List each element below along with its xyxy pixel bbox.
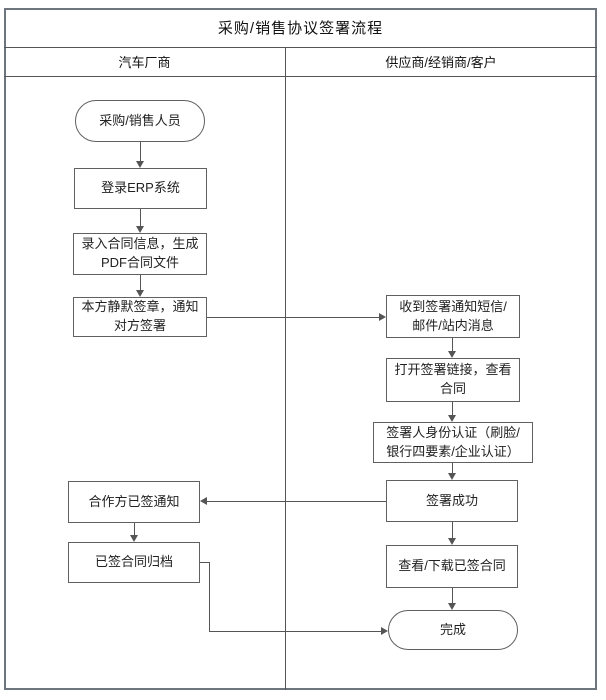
edge-identity-success-line [452,463,453,473]
edge-partner-archive-line [134,523,135,535]
edge-archive-done-segment-1 [200,562,210,563]
edge-receive-open-arrowhead-icon [448,351,456,358]
edge-success-view-line [452,522,453,538]
edge-view-done-arrowhead-icon [448,603,456,610]
edge-success-partner-line [207,501,386,502]
lane-header-left: 汽车厂商 [118,55,171,70]
edge-receive-open-line [452,338,453,351]
node-view-download: 查看/下载已签合同 [386,545,518,588]
edge-start-login-arrowhead-icon [136,161,144,168]
edge-login-enter-arrowhead-icon [136,226,144,233]
edge-archive-done-arrowhead-icon [381,627,388,635]
edge-open-identity-arrowhead-icon [448,415,456,422]
edge-open-identity-line [452,402,453,415]
node-receive-notice: 收到签署通知短信/邮件/站内消息 [386,295,520,338]
diagram-title: 采购/销售协议签署流程 [217,20,384,37]
node-silent-sign: 本方静默签章，通知对方签署 [73,297,207,337]
edge-archive-done-segment-2 [209,562,210,632]
edge-silent-receive-line [207,317,379,318]
node-done: 完成 [388,610,518,650]
edge-silent-receive-arrowhead-icon [379,313,386,321]
node-login-erp: 登录ERP系统 [74,168,207,209]
edge-enter-silent-arrowhead-icon [136,290,144,297]
node-sign-success: 签署成功 [386,480,518,522]
node-open-link: 打开签署链接，查看合同 [386,358,520,402]
edge-login-enter-line [140,209,141,226]
node-enter-contract: 录入合同信息，生成PDF合同文件 [73,233,207,275]
edge-success-partner-arrowhead-icon [200,497,207,505]
lane-header-right: 供应商/经销商/客户 [385,55,497,70]
lane-divider-line [285,47,286,690]
node-start: 采购/销售人员 [75,100,205,142]
edge-start-login-line [140,142,141,161]
node-archive: 已签合同归档 [68,542,200,583]
header-divider-line [4,76,597,77]
edge-enter-silent-line [140,275,141,290]
node-identity-verify: 签署人身份认证（刷脸/银行四要素/企业认证） [373,422,533,463]
edge-success-view-arrowhead-icon [448,538,456,545]
edge-archive-done-segment-3 [209,631,381,632]
title-divider-line [4,47,597,48]
edge-view-done-line [452,588,453,603]
edge-identity-success-arrowhead-icon [448,473,456,480]
node-partner-signed-notice: 合作方已签通知 [68,481,200,523]
edge-partner-archive-arrowhead-icon [130,535,138,542]
